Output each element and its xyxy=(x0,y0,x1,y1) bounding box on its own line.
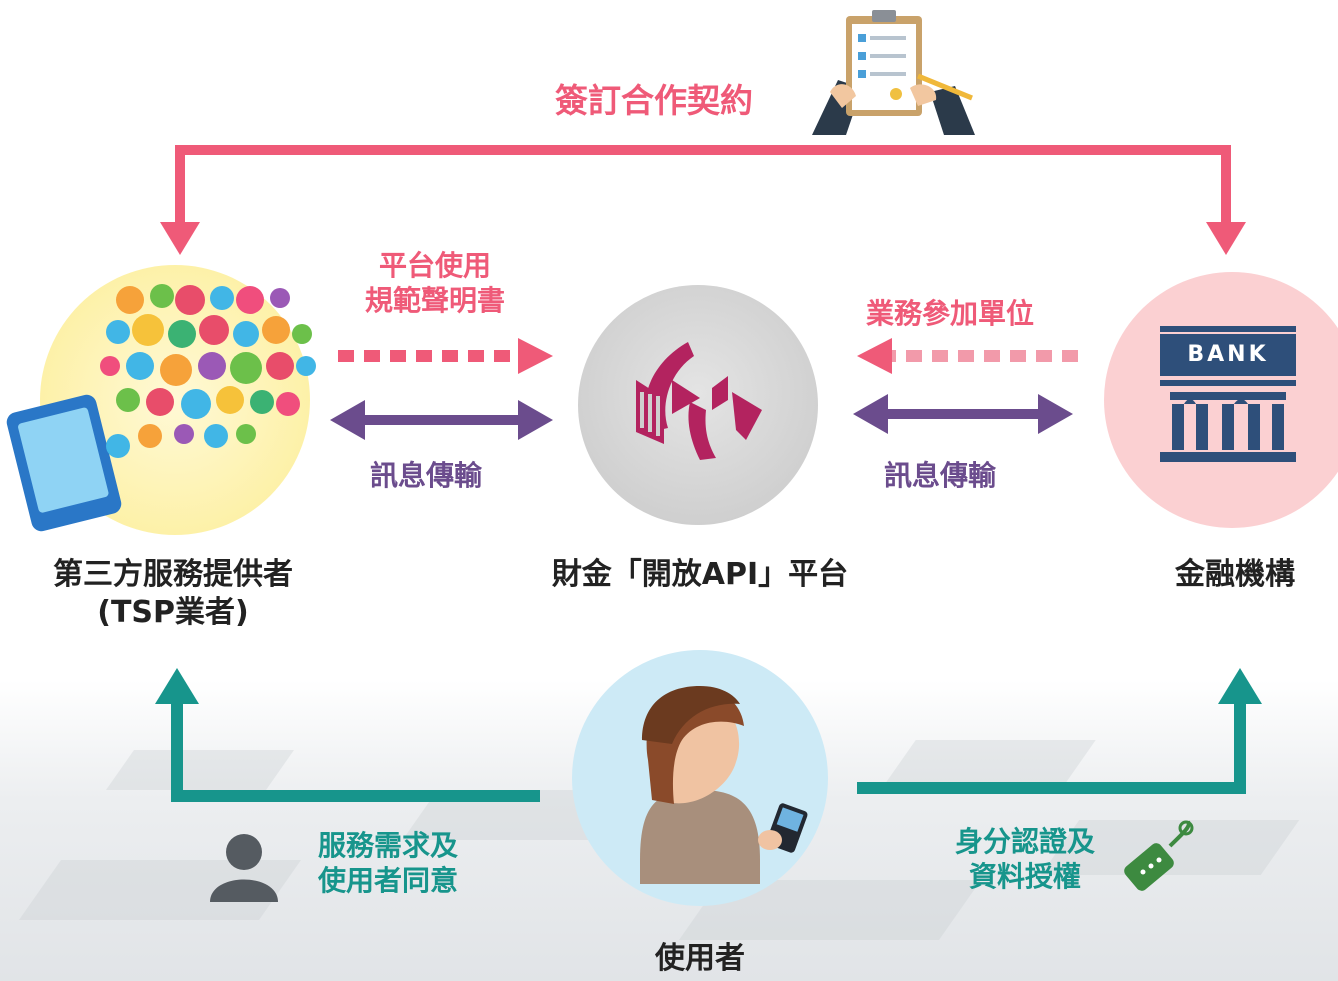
service-consent-line1: 服務需求及 xyxy=(317,829,458,862)
user-title: 使用者 xyxy=(655,941,745,976)
bank-title: 金融機構 xyxy=(1175,557,1295,592)
auth-authorization-label: 身分認證及 資料授權 xyxy=(935,824,1115,894)
platform-title: 財金「開放API」平台 xyxy=(551,557,849,592)
bank-building-icon xyxy=(1160,326,1296,462)
user-to-tsp-arrow xyxy=(155,668,540,802)
right-message-label: 訊息傳輸 xyxy=(884,459,997,492)
usage-statement-line2: 規範聲明書 xyxy=(364,284,505,317)
tablet-icon xyxy=(6,394,122,532)
service-consent-line2: 使用者同意 xyxy=(317,864,458,897)
service-consent-label: 服務需求及 使用者同意 xyxy=(298,828,478,898)
usage-statement-line1: 平台使用 xyxy=(378,249,491,282)
bank-sign-text: BANK xyxy=(1187,342,1269,367)
left-message-label: 訊息傳輸 xyxy=(370,459,483,492)
left-message-arrow xyxy=(330,400,553,440)
contract-label: 簽訂合作契約 xyxy=(555,81,753,120)
left-dashed-arrow xyxy=(338,338,553,374)
woman-with-phone-icon xyxy=(640,686,808,884)
key-tag-icon xyxy=(1124,820,1194,891)
app-bubbles-icon xyxy=(100,284,316,458)
participating-unit-label: 業務參加單位 xyxy=(866,297,1035,330)
tsp-title-line1: 第三方服務提供者 xyxy=(53,557,293,592)
user-to-bank-arrow xyxy=(857,668,1262,794)
platform-circle xyxy=(578,285,818,525)
auth-authorization-line2: 資料授權 xyxy=(968,860,1081,893)
right-dashed-arrow xyxy=(857,338,1078,374)
right-message-arrow xyxy=(853,394,1073,434)
tsp-title: 第三方服務提供者 (TSP業者) xyxy=(8,556,338,631)
person-silhouette-icon xyxy=(210,834,278,902)
auth-authorization-line1: 身分認證及 xyxy=(954,825,1095,858)
api-platform-logo-icon xyxy=(636,342,762,460)
usage-statement-label: 平台使用 規範聲明書 xyxy=(340,248,530,318)
contract-arrow xyxy=(160,145,1246,255)
clipboard-contract-icon xyxy=(812,10,975,135)
tsp-title-line2: (TSP業者) xyxy=(97,594,249,630)
